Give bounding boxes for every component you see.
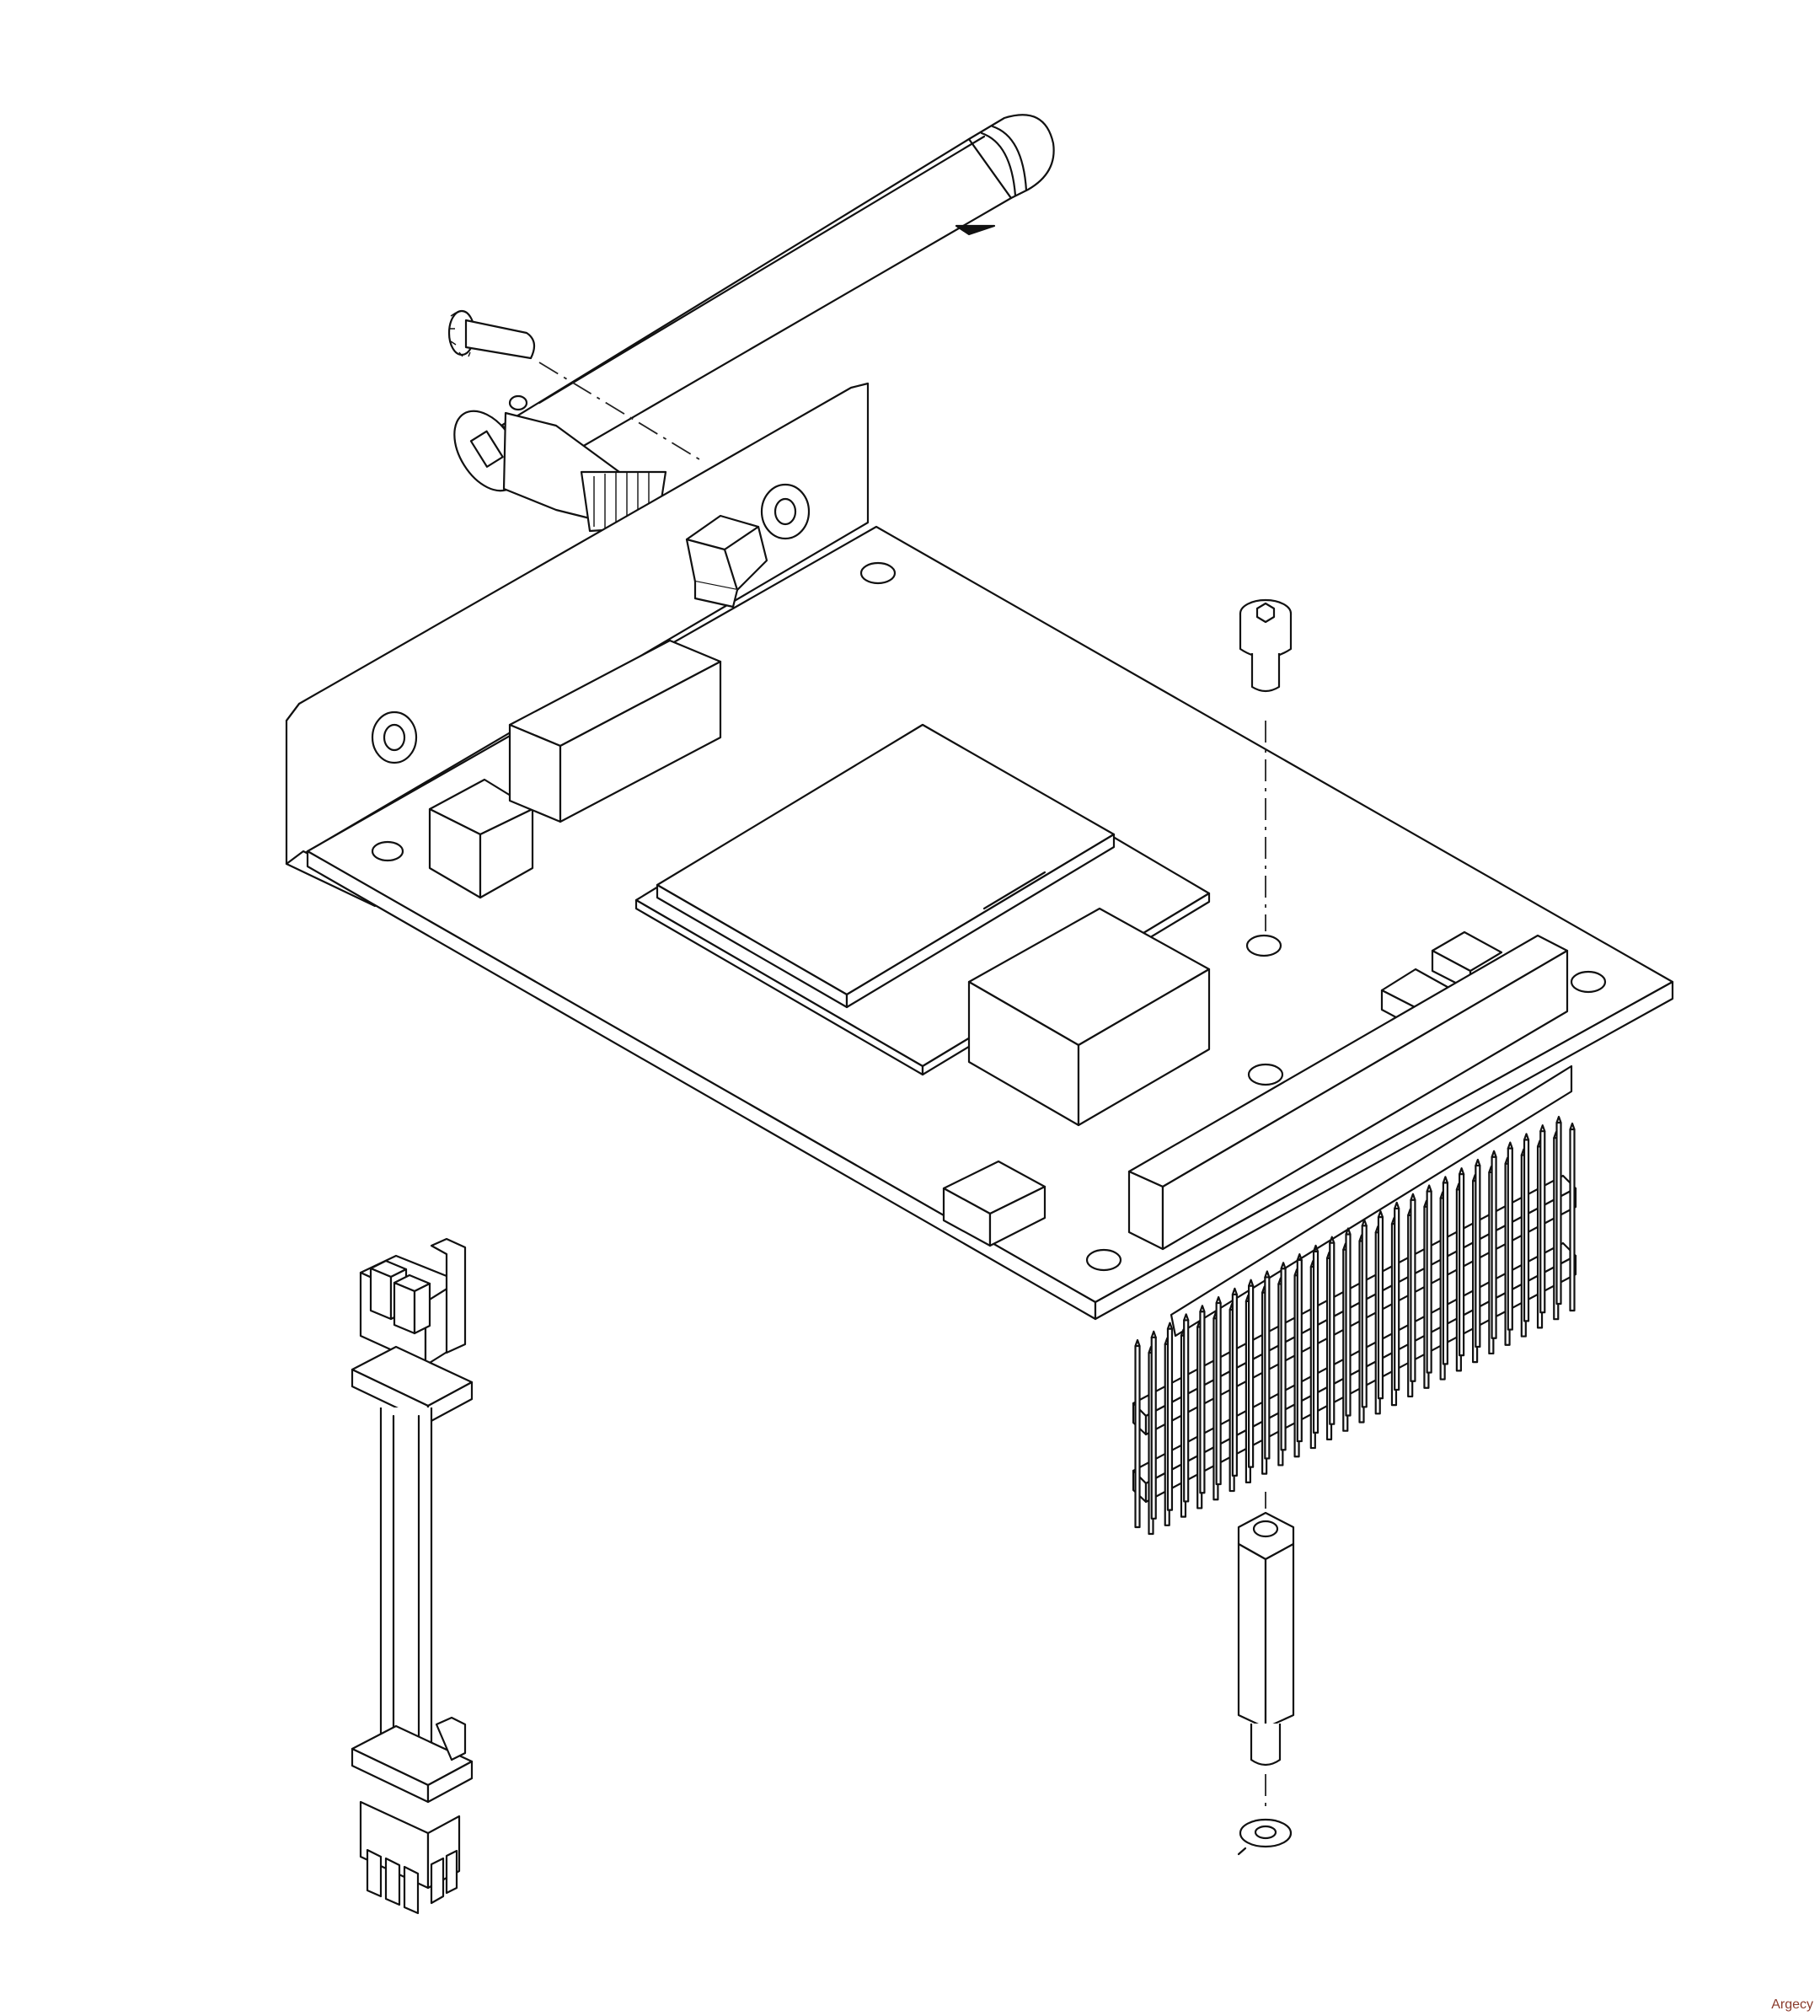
header-pin-tip <box>1215 1295 1222 1305</box>
header-pin <box>1426 1190 1432 1374</box>
front-chip <box>942 1160 1046 1247</box>
header-pin <box>1555 1121 1562 1306</box>
header-pin-tip <box>1569 1122 1576 1131</box>
header-pin <box>1475 1164 1481 1348</box>
header-pin <box>1264 1276 1271 1460</box>
hex-standoff <box>1237 1511 1295 1767</box>
relay-block <box>508 639 722 823</box>
mounting-screw <box>447 309 536 360</box>
header-pin <box>1134 1344 1141 1529</box>
header-pin-tip <box>1248 1279 1255 1287</box>
header-pin-tip <box>1296 1252 1303 1262</box>
header-pin-tip <box>1183 1313 1190 1322</box>
header-pin <box>1231 1293 1238 1477</box>
header-pin <box>1410 1198 1416 1382</box>
header-pin-tip <box>1329 1236 1336 1244</box>
header-pin-tip <box>1491 1150 1497 1158</box>
header-pin-tip <box>1345 1227 1352 1236</box>
header-pin-tip <box>1410 1193 1416 1201</box>
antenna <box>500 114 1055 461</box>
header-pin <box>1345 1233 1352 1417</box>
header-pin <box>1296 1258 1303 1443</box>
header-pin <box>1166 1327 1174 1511</box>
header-pin <box>1312 1250 1320 1434</box>
header-pin <box>1459 1173 1465 1357</box>
header-pin-tip <box>1507 1141 1513 1150</box>
header-pin <box>1507 1147 1513 1331</box>
header-pin-tip <box>1361 1219 1368 1227</box>
header-pin <box>1569 1128 1576 1312</box>
header-pin-tip <box>1394 1201 1400 1210</box>
arrow-marker <box>955 224 996 236</box>
header-pin <box>1199 1311 1206 1494</box>
header-pin <box>1523 1139 1530 1322</box>
header-pin <box>1442 1182 1448 1365</box>
header-pin <box>1539 1130 1546 1314</box>
antenna-connector <box>453 394 667 533</box>
header-pin <box>1329 1241 1336 1425</box>
header-pin-tip <box>1426 1184 1432 1193</box>
header-pin <box>1248 1284 1255 1468</box>
header-pin-tip <box>1459 1167 1465 1176</box>
small-component <box>428 778 534 899</box>
header-pin-tip <box>1150 1330 1157 1338</box>
cable-assembly <box>351 1237 474 1915</box>
header-pin-tip <box>1231 1287 1238 1295</box>
header-pin <box>1215 1301 1222 1486</box>
shield-cover <box>967 907 1211 1127</box>
header-pin <box>1394 1207 1400 1391</box>
watermark: Argecy <box>1771 1997 1813 2012</box>
header-pin <box>1377 1216 1384 1400</box>
cap-screw <box>1239 598 1293 693</box>
header-pin-tip <box>1264 1270 1271 1279</box>
header-pin <box>1280 1268 1287 1451</box>
header-pin <box>1183 1319 1190 1503</box>
header-pin <box>1361 1225 1368 1408</box>
header-pin-tip <box>1523 1133 1530 1141</box>
lock-washer <box>1237 1818 1293 1856</box>
header-pin <box>1150 1336 1157 1520</box>
hex-nut <box>685 514 768 609</box>
washer <box>760 483 811 540</box>
header-pin-tip <box>1199 1305 1206 1313</box>
header-pin-tip <box>1312 1244 1320 1252</box>
header-pin <box>1491 1155 1497 1339</box>
header-pin-tip <box>1475 1158 1481 1167</box>
header-pins <box>1134 1115 1576 1536</box>
header-pin-tip <box>1166 1322 1174 1330</box>
header-pin-tip <box>1280 1262 1287 1270</box>
header-pin-tip <box>1539 1124 1546 1133</box>
header-pin-tip <box>1555 1115 1562 1124</box>
header-pin-tip <box>1134 1338 1141 1348</box>
header-pin-tip <box>1442 1176 1448 1184</box>
header-pin-tip <box>1377 1210 1384 1219</box>
socket-header <box>1127 934 1569 1251</box>
